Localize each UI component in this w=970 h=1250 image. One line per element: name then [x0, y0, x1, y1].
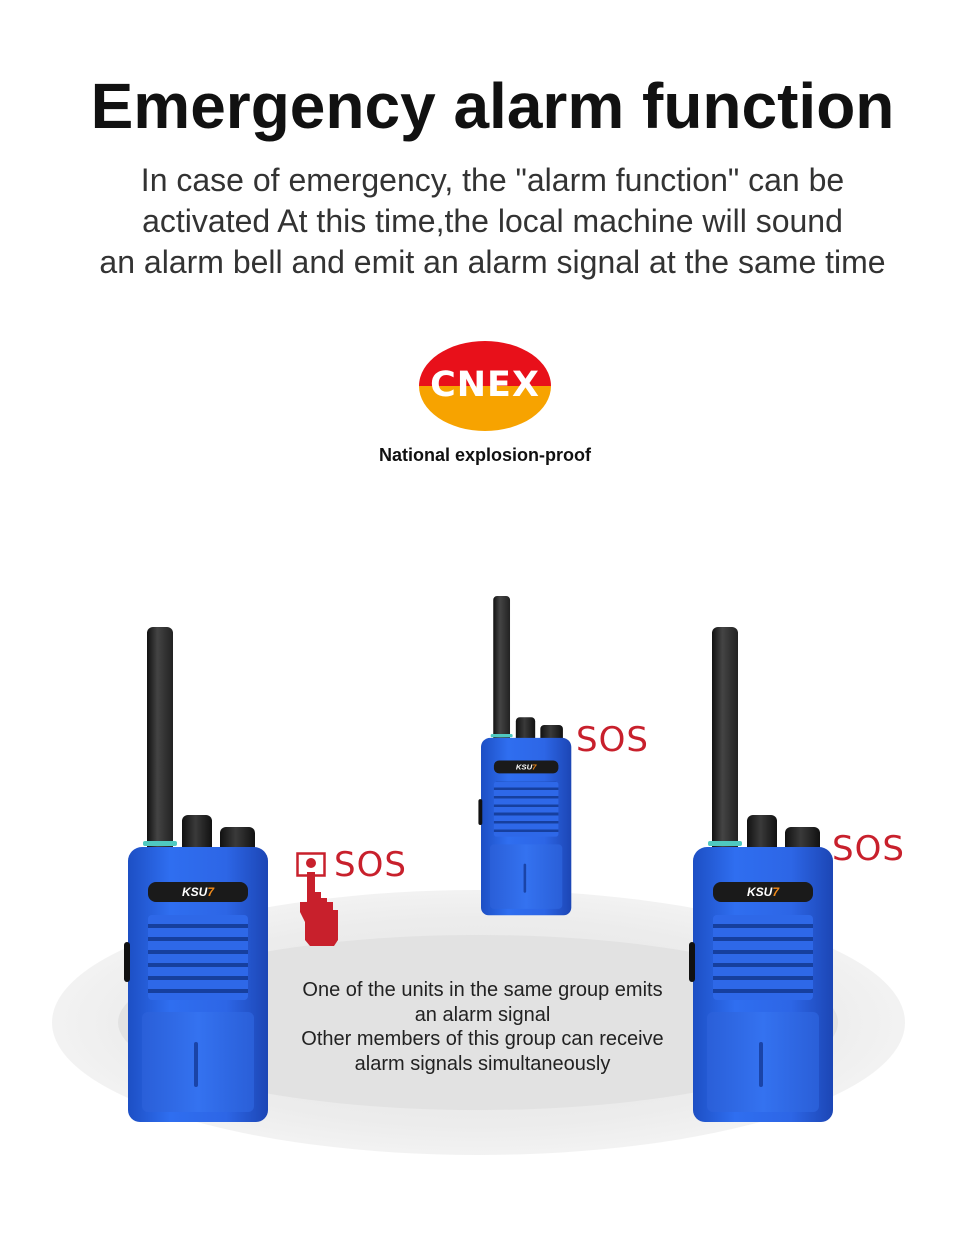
speaker-grille	[493, 781, 559, 837]
antenna	[147, 627, 173, 852]
brand-number: 7	[772, 885, 780, 899]
description-line: alarm signals simultaneously	[354, 1052, 611, 1075]
ptt-button	[124, 942, 130, 982]
lower-panel	[707, 1012, 819, 1112]
radio-middle: KSU7	[478, 596, 575, 916]
group-description: One of the units in the same group emits…	[240, 978, 725, 1076]
brand-text: KSU	[515, 762, 533, 772]
brand-number: 7	[532, 762, 537, 772]
brand-label: KSU7	[493, 760, 559, 774]
radio-body: KSU7	[478, 737, 572, 916]
description-line: an alarm signal	[414, 1003, 551, 1026]
channel-knob	[515, 717, 536, 741]
radio-right: KSU7	[689, 627, 838, 1122]
sos-label-middle: SOS	[576, 720, 649, 760]
subtitle-line: In case of emergency, the "alarm functio…	[140, 162, 845, 198]
cnex-logo-text: CNEX	[430, 365, 540, 405]
panel-slot	[194, 1042, 198, 1087]
antenna	[712, 627, 738, 852]
ptt-button	[478, 799, 483, 825]
brand-label: KSU7	[148, 882, 248, 902]
subtitle-line: activated At this time,the local machine…	[142, 203, 843, 239]
antenna-ring	[143, 841, 177, 846]
antenna	[493, 596, 511, 742]
brand-label: KSU7	[713, 882, 813, 902]
antenna-ring	[708, 841, 742, 846]
description-line: One of the units in the same group emits	[302, 979, 663, 1001]
panel-slot	[759, 1042, 763, 1087]
channel-knob	[747, 815, 777, 851]
speaker-grille	[148, 915, 248, 1000]
sos-label-sender: SOS	[334, 845, 407, 885]
ptt-button	[689, 942, 695, 982]
lower-panel	[490, 844, 563, 909]
sos-label-right: SOS	[832, 829, 905, 869]
page-title: Emergency alarm function	[90, 70, 895, 142]
radio-left: KSU7	[124, 627, 273, 1122]
radio-body: KSU7	[689, 847, 833, 1122]
antenna-ring	[490, 734, 513, 738]
lower-panel	[142, 1012, 254, 1112]
cnex-logo: CNEX	[419, 341, 551, 431]
radio-body: KSU7	[124, 847, 268, 1122]
speaker-grille	[713, 915, 813, 1000]
brand-text: KSU	[181, 885, 208, 899]
press-button-hand-icon	[296, 852, 338, 946]
panel-slot	[523, 863, 527, 893]
brand-number: 7	[207, 885, 215, 899]
subtitle-line: an alarm bell and emit an alarm signal a…	[99, 244, 886, 280]
subtitle: In case of emergency, the "alarm functio…	[0, 160, 970, 283]
brand-text: KSU	[746, 885, 773, 899]
channel-knob	[182, 815, 212, 851]
description-line: Other members of this group can receive	[301, 1028, 664, 1050]
logo-caption: National explosion-proof	[378, 445, 591, 465]
